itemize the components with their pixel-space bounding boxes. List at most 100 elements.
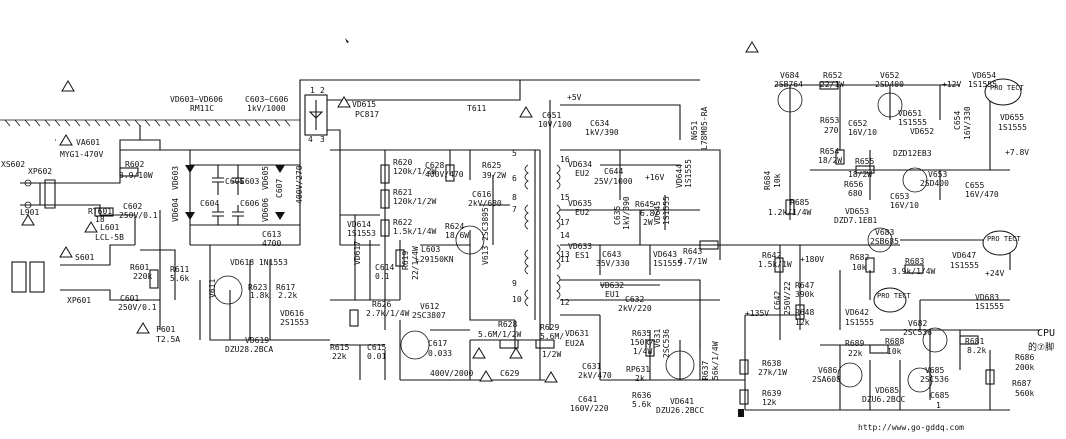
pin-15: 15	[560, 193, 570, 202]
label-r638v: 27k/1W	[758, 368, 787, 377]
primary-section-wires	[330, 149, 545, 381]
label-r682: R682	[850, 253, 869, 262]
label-r623v: 1.8k	[250, 291, 269, 300]
label-vd616: VD616	[280, 309, 304, 318]
transistor-v612	[400, 330, 430, 360]
label-xp602: XP602	[28, 167, 52, 176]
label-c634v: 1kV/390	[585, 128, 619, 137]
label-r648: R648	[795, 308, 814, 317]
label-r635: R635	[632, 329, 651, 338]
label-r684: R684	[763, 171, 772, 190]
label-v652v: 2SD400	[875, 80, 904, 89]
label-c643: C643	[602, 250, 621, 259]
label-r620: R620	[393, 158, 412, 167]
label-c644v: 25V/1000	[594, 177, 633, 186]
label-v682v: 2SC536	[903, 328, 932, 337]
label-vd633: VD633	[568, 242, 592, 251]
label-vd603b: VD603	[171, 166, 180, 190]
pin-14: 14	[560, 231, 570, 240]
label-r654: R654	[820, 147, 839, 156]
label-vd635: VD635	[568, 199, 592, 208]
label-r656: R656	[844, 180, 863, 189]
label-c653v: 16V/10	[890, 201, 919, 210]
label-c607v: 400V/270	[295, 165, 304, 204]
label-c602: C602	[123, 202, 142, 211]
secondary-section-wires	[560, 84, 1040, 411]
label-vd644v: 1S1555	[684, 159, 693, 188]
label-vd642: VD642	[845, 308, 869, 317]
label-12v: +12V	[942, 80, 961, 89]
label-r686: R686	[1015, 353, 1034, 362]
transistor-v631	[665, 350, 695, 380]
warning-icon	[544, 371, 558, 383]
label-vd643v: 1S1555	[653, 259, 682, 268]
label-v652: V652	[880, 71, 899, 80]
label-r656v: 680	[848, 189, 863, 198]
protect-label-1: PRO TECT	[990, 84, 1025, 92]
label-vd645v: 1S1555	[662, 196, 671, 225]
label-r648v: 12k	[795, 318, 810, 327]
warning-icon	[509, 347, 523, 359]
label-c603: C603~C606	[245, 95, 289, 104]
label-r643v: 4.7/1W	[678, 257, 707, 266]
stray-mark	[738, 409, 744, 417]
label-vd604: VD604	[171, 198, 180, 222]
label-r684v: 10k	[773, 173, 782, 188]
label-r625: R625	[482, 161, 501, 170]
label-c605: C605	[225, 177, 244, 186]
label-r629w: 1/2W	[542, 350, 561, 359]
label-c614: C614	[375, 263, 394, 272]
label-c603b: C603	[240, 177, 259, 186]
protect-label-3: PRO TECT	[877, 292, 912, 300]
label-c652: C652	[848, 119, 867, 128]
label-r629: R629	[540, 323, 559, 332]
pin-2: 2	[320, 86, 325, 95]
label-c685v: 1	[936, 401, 941, 410]
label-r643: R643	[683, 247, 702, 256]
transistor-v685	[907, 367, 933, 393]
label-vd632: VD632	[600, 281, 624, 290]
label-v684v: 2SB764	[774, 80, 803, 89]
label-rm11c: RM11C	[190, 104, 214, 113]
label-n651: N651	[690, 121, 699, 140]
label-vd605: VD605	[261, 166, 270, 190]
label-vd683v: 1S1555	[975, 302, 1004, 311]
label-c617: C617	[428, 339, 447, 348]
label-vd647: VD647	[952, 251, 976, 260]
chassis-ground-hatch	[0, 119, 300, 127]
label-vd634v: EU2	[575, 169, 590, 178]
label-r639v: 12k	[762, 398, 777, 407]
pin-5: 5	[512, 149, 517, 158]
label-c653: C653	[890, 192, 909, 201]
label-pc817: PC817	[355, 110, 379, 119]
label-r602v: 3.9/10W	[119, 171, 153, 180]
label-vd652: VD652	[910, 127, 934, 136]
label-rp631: RP631	[626, 365, 650, 374]
label-r635v: 150k/	[630, 338, 654, 347]
label-r688: R688	[885, 337, 904, 346]
label-r637v: 56k/1/4W	[711, 341, 720, 380]
label-r623: R623	[248, 283, 267, 292]
bridge-rectifier	[185, 164, 300, 226]
protect-markers	[873, 78, 1022, 313]
label-r685: R685	[790, 198, 809, 207]
connector-xs602	[24, 179, 56, 209]
label-vd633v: ES1	[575, 251, 590, 260]
label-c602v: 250V/0.1	[119, 211, 158, 220]
warning-icon	[61, 80, 75, 92]
label-vd631: VD631	[565, 329, 589, 338]
label-c654v: 16V/330	[963, 106, 972, 140]
warning-icon	[472, 347, 486, 359]
label-vd635v: EU2	[575, 208, 590, 217]
label-r637: R637	[701, 361, 710, 380]
label-r645: R645	[635, 200, 654, 209]
transistor-v683	[867, 227, 893, 253]
label-r617v: 2.2k	[278, 291, 297, 300]
label-c615v: 0.01	[367, 352, 386, 361]
label-vd654: VD654	[972, 71, 996, 80]
label-r683: R683	[905, 257, 924, 266]
label-vd617: VD617	[353, 241, 362, 265]
warning-icon	[136, 322, 150, 334]
label-vd603: VD603~VD606	[170, 95, 223, 104]
transistor-v652	[877, 92, 903, 118]
